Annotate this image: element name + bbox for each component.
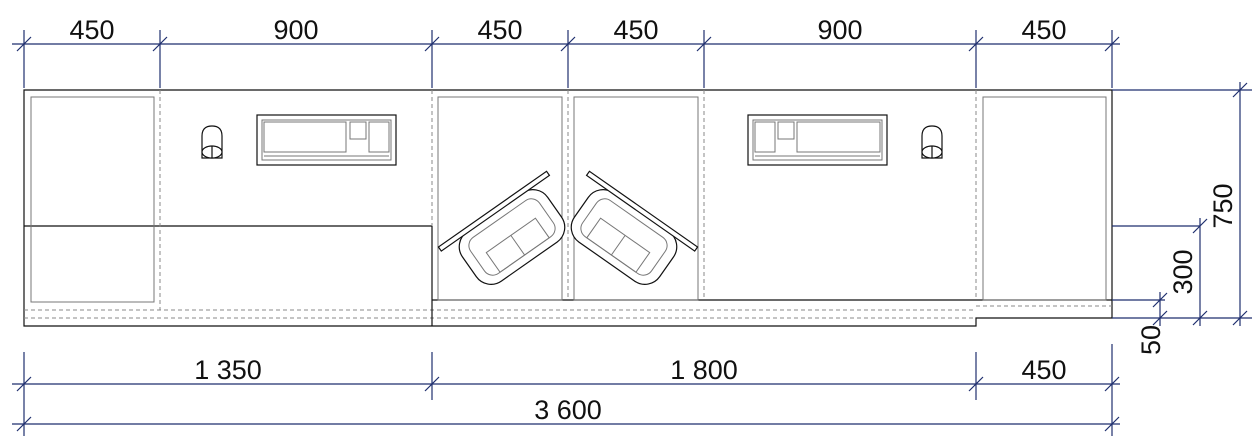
door-panel-right	[982, 96, 1107, 301]
top-dim-label-2: 900	[273, 15, 318, 45]
right-dim-label-300: 300	[1168, 249, 1198, 294]
dimension-tick	[968, 36, 984, 52]
wall-unit-elevation	[23, 89, 1113, 327]
total-dimension-chain: 3 600	[12, 395, 1120, 432]
bottom-dim-label-3: 450	[1021, 355, 1066, 385]
dimension-tick	[1104, 416, 1120, 432]
top-dimension-chain: 450 900 450 450 900 450	[12, 15, 1120, 88]
door-panel-left	[30, 96, 155, 303]
armchair-right	[570, 170, 699, 285]
dimension-tick	[1232, 82, 1248, 98]
top-dim-label-1: 450	[69, 15, 114, 45]
right-dimension-chain: 750 300 50	[1112, 82, 1252, 355]
dimension-tick	[696, 36, 712, 52]
dimension-tick	[1104, 376, 1120, 392]
wall-sconce-left	[201, 125, 223, 159]
dimension-tick	[16, 416, 32, 432]
dimension-tick	[152, 36, 168, 52]
dimension-tick	[1192, 218, 1208, 234]
bottom-dim-label-1: 1 350	[194, 355, 262, 385]
dimension-tick	[560, 36, 576, 52]
top-dim-label-5: 900	[817, 15, 862, 45]
dimension-tick	[1152, 292, 1168, 308]
right-dim-label-50: 50	[1136, 325, 1166, 355]
dimension-tick	[1232, 310, 1248, 326]
door-panel-center-right	[573, 96, 699, 301]
total-dim-label: 3 600	[534, 395, 602, 425]
dimension-tick	[1152, 310, 1168, 326]
wall-ac-unit-right	[747, 114, 888, 166]
armchair-left	[437, 170, 566, 285]
top-dim-label-4: 450	[613, 15, 658, 45]
dimension-tick	[968, 376, 984, 392]
dimension-tick	[16, 36, 32, 52]
right-dim-label-750: 750	[1208, 183, 1238, 228]
top-dim-label-6: 450	[1021, 15, 1066, 45]
dimension-tick	[424, 376, 440, 392]
door-panel-center-left	[437, 96, 563, 301]
dimension-tick	[1192, 310, 1208, 326]
wall-sconce-right	[921, 125, 943, 159]
top-dim-label-3: 450	[477, 15, 522, 45]
bottom-dimension-chain: 1 350 1 800 450	[12, 344, 1120, 436]
dimension-tick	[16, 376, 32, 392]
dimension-tick	[1104, 36, 1120, 52]
wall-ac-unit-left	[256, 114, 397, 166]
dimension-tick	[424, 36, 440, 52]
bottom-dim-label-2: 1 800	[670, 355, 738, 385]
